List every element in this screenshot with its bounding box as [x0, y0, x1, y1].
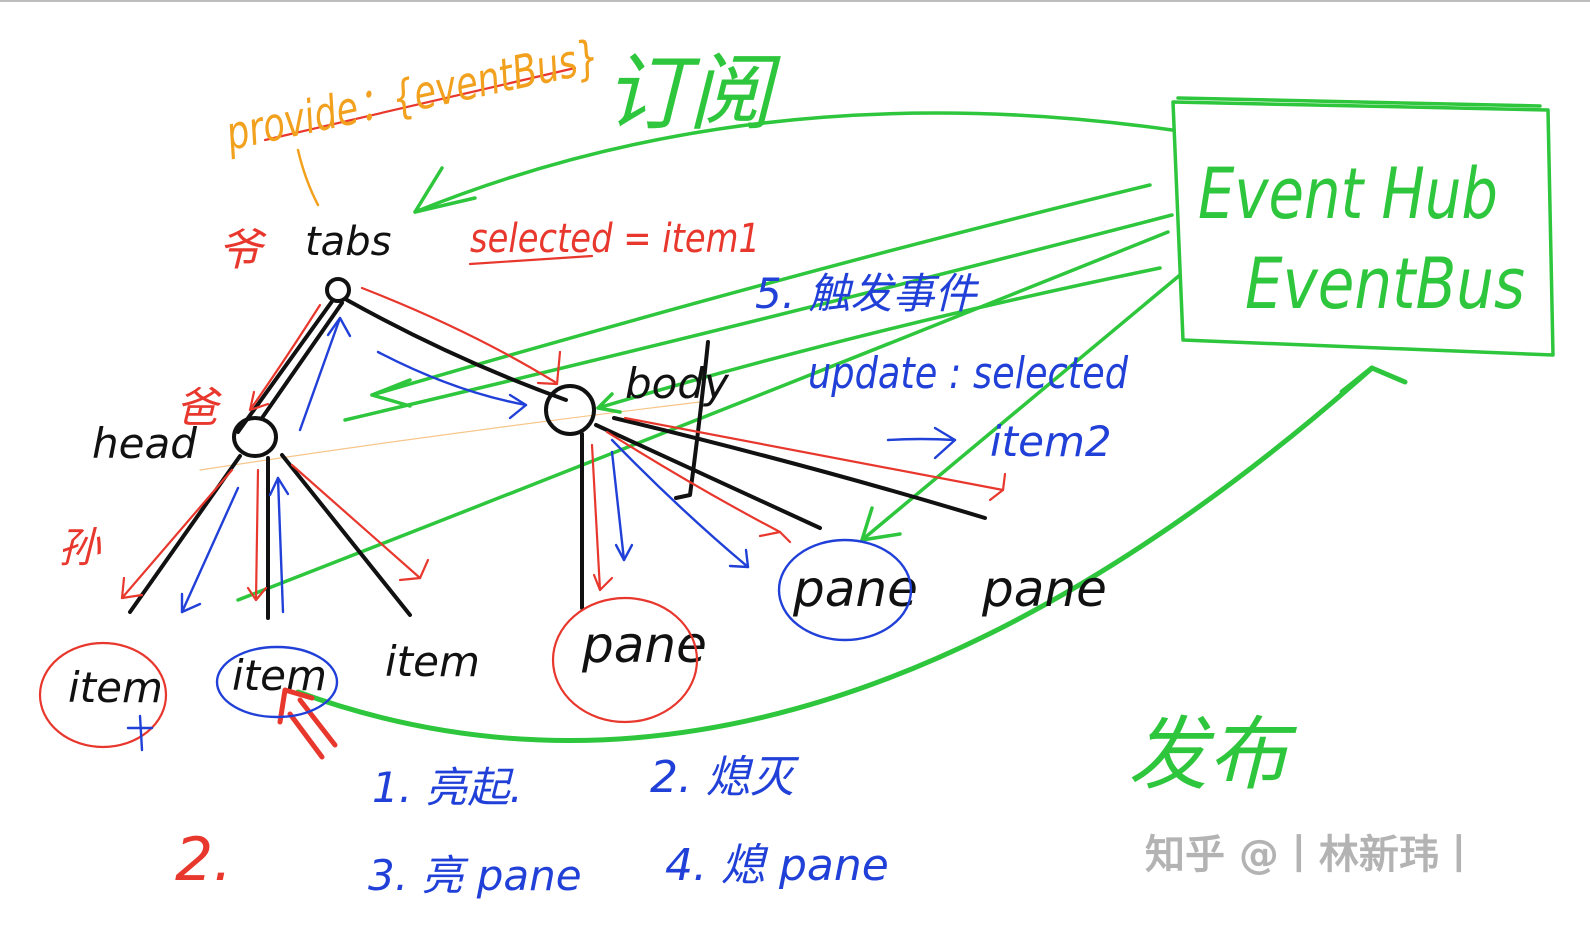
blue-arrowhead-body-pane2 [728, 548, 750, 569]
event-box-frame [1171, 100, 1555, 357]
click-pointer-arrow-a [297, 697, 338, 748]
component-tree: tabs head body item item item pane pane … [68, 219, 1107, 712]
subscribe-arrowhead-pane [860, 506, 902, 542]
red-arrowhead-body-pane1 [592, 573, 614, 592]
selected-label: selected = item1 [470, 216, 760, 262]
trigger-event-label: 5. 触发事件 [755, 269, 979, 318]
subscribe-arrow-to-tabs [413, 111, 1174, 214]
pane-label-1: pane [581, 616, 707, 674]
edge-head-item-3 [280, 453, 412, 617]
red-arrow-head-item1 [120, 468, 234, 600]
publish-arrowhead [1339, 365, 1408, 395]
blue-arrowhead-body-pane1 [614, 543, 634, 562]
edge-tabs-head-b [260, 301, 344, 420]
red-arrowhead-body-pane3 [988, 472, 1007, 502]
next-item-label: item2 [990, 417, 1112, 466]
subscribe-chevron-body [596, 392, 622, 414]
subscribe-line-item [236, 230, 1170, 602]
red-arrowhead-body-pane2 [758, 530, 792, 544]
grandpa-label: 爷 [218, 225, 267, 276]
blue-arrow-head-item1 [180, 486, 240, 614]
dad-label: 爸 [176, 383, 222, 432]
item1-red-circle [38, 641, 168, 749]
edge-tabs-body [345, 298, 568, 402]
provide-label: provide：{eventBus} [220, 29, 604, 161]
selected-underline [468, 254, 594, 266]
red-arrow-head-item2 [254, 468, 260, 602]
step2-red-label: 2. [175, 825, 232, 895]
provide-connector [296, 148, 320, 207]
pane-label-3: pane [981, 560, 1107, 618]
red-arrowhead-head-item3 [398, 558, 430, 582]
edge-body-pane-2 [594, 423, 822, 530]
blue-arrowhead-head-tabs [326, 316, 352, 338]
blue-arrow-tabs-body [376, 350, 528, 407]
step1-label: 1. 亮起. [372, 763, 523, 812]
tabs-node [325, 277, 351, 303]
event-hub-label: Event Hub [1198, 153, 1498, 235]
red-arrowhead-tabs-body [536, 350, 562, 386]
pane2-blue-circle [777, 538, 913, 642]
grandson-label: 孙 [58, 523, 102, 572]
blue-arrow-body-pane1 [610, 450, 626, 562]
red-arrow-body-pane2 [605, 430, 782, 534]
item-label-2: item [232, 651, 327, 700]
edge-body-pane-3 [612, 416, 987, 520]
blue-arrow-body-pane2 [610, 438, 750, 569]
blue-annotations: 5. 触发事件 update : selected item2 1. 亮起. 2… [126, 269, 1129, 900]
item-label-3: item [385, 637, 480, 686]
event-bus-label: EventBus [1245, 243, 1525, 325]
red-arrow-body-pane1 [590, 443, 602, 592]
red-arrowhead-tabs-head [248, 390, 270, 412]
blue-arrowhead-head-item1 [180, 592, 202, 614]
event-box-frame-stroke2 [1176, 96, 1542, 108]
red-arrow-tabs-body [360, 286, 557, 384]
step3-label: 3. 亮 pane [368, 851, 582, 900]
blue-arrowhead-tabs-body [508, 393, 528, 420]
click-pointer-arrow-b [287, 711, 325, 760]
body-node [544, 384, 596, 436]
next-item-arrow [886, 437, 957, 442]
click-pointer-arrowhead [277, 687, 315, 725]
red-arrow-tabs-head [248, 303, 322, 412]
red-arrowhead-head-item1 [120, 576, 144, 600]
subscribe-line-body [596, 266, 1162, 410]
head-node [232, 416, 278, 458]
subscribe-chevron-head [370, 378, 412, 408]
next-item-arrowhead [933, 426, 957, 460]
blue-arrow-head-tabs [298, 316, 342, 432]
tabs-label: tabs [305, 219, 391, 265]
red-arrow-head-item3 [290, 463, 422, 580]
pane-label-2: pane [792, 560, 918, 618]
step2-label: 2. 熄灭 [650, 752, 800, 803]
subscribe-line-head-1 [370, 183, 1152, 397]
head-label: head [92, 419, 197, 468]
body-label: body [625, 359, 730, 408]
event-bus-group: Event Hub EventBus 订阅 发布 [236, 44, 1555, 801]
subscribe-label: 订阅 [604, 44, 781, 142]
blue-arrowhead-item2-head [268, 476, 290, 497]
watermark: 知乎 @丨林新玮丨 [1145, 832, 1479, 878]
item1-blue-cross [126, 714, 154, 752]
red-annotations: 爷 爸 孙 selected = item1 2. [38, 66, 1007, 895]
blue-arrow-item2-head [276, 476, 285, 614]
red-arrowhead-head-item2 [246, 586, 268, 602]
pane1-red-circle [551, 596, 699, 724]
red-arrow-body-pane3 [623, 416, 1005, 492]
item2-blue-circle [215, 645, 339, 719]
publish-arrow [295, 365, 1375, 743]
publish-label: 发布 [1128, 708, 1298, 801]
provide-underline [263, 66, 577, 142]
step4-label: 4. 熄 pane [665, 840, 889, 891]
subscribe-line-head-2 [343, 213, 1174, 422]
body-label-tail [674, 340, 710, 500]
update-selected-label: update : selected [808, 348, 1129, 399]
edge-tabs-head-a [236, 298, 335, 434]
subscribe-arrowhead [413, 166, 477, 214]
item-label-1: item [68, 663, 163, 712]
